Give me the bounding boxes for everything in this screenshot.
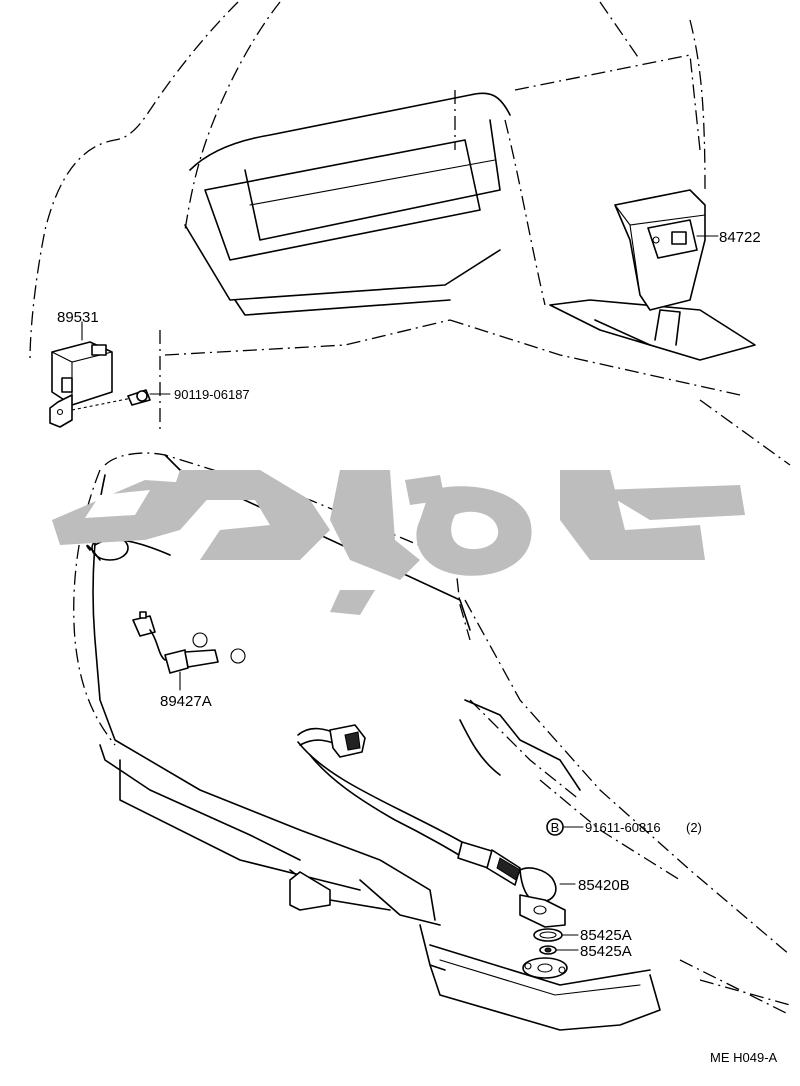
label-85420b: 85420B — [578, 877, 630, 894]
marker-b-letter: B — [551, 820, 560, 835]
label-90119-06187: 90119-06187 — [174, 387, 250, 402]
switch-84722 — [647, 219, 719, 259]
washers-85425a — [522, 928, 579, 979]
label-85425a-upper: 85425A — [580, 927, 632, 944]
vehicle-interior-outline — [29, 1, 791, 466]
label-84722: 84722 — [719, 229, 761, 246]
sensor-89427a — [132, 611, 246, 691]
label-91611-qty: (2) — [686, 820, 702, 835]
label-85425a-lower: 85425A — [580, 943, 632, 960]
figure-code: ME H049-A — [710, 1050, 778, 1065]
bolt-marker-b: B — [546, 818, 584, 836]
label-89427a: 89427A — [160, 693, 212, 710]
label-91611-60816: 91611-60816 — [585, 820, 661, 835]
label-89531: 89531 — [57, 309, 99, 326]
cable-85420b — [297, 724, 576, 928]
watermark-logo — [52, 470, 745, 615]
relay-89531 — [49, 321, 171, 428]
